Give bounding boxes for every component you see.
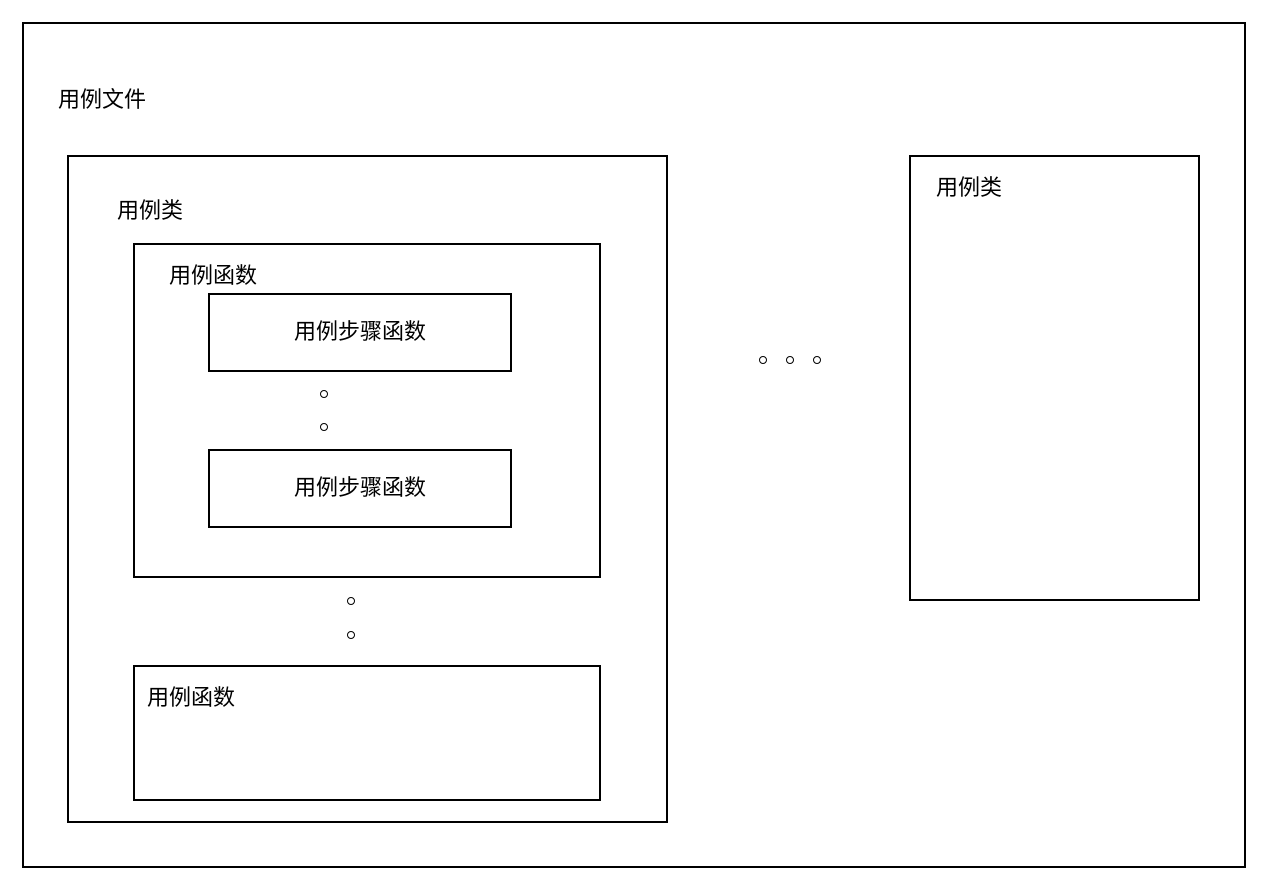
ellipsis-dot bbox=[347, 631, 355, 639]
use-case-file-box bbox=[22, 22, 1246, 868]
use-case-class-label: 用例类 bbox=[117, 199, 184, 224]
use-case-step-function-label: 用例步骤函数 bbox=[293, 319, 426, 345]
use-case-step-function-box: 用例步骤函数 bbox=[208, 293, 512, 372]
use-case-class-label: 用例类 bbox=[936, 176, 1003, 201]
ellipsis-dot bbox=[813, 356, 821, 364]
use-case-function-label: 用例函数 bbox=[147, 686, 236, 711]
use-case-function-label: 用例函数 bbox=[169, 264, 258, 289]
use-case-class-box bbox=[67, 155, 668, 823]
ellipsis-dot bbox=[786, 356, 794, 364]
ellipsis-dot bbox=[320, 390, 328, 398]
ellipsis-dot bbox=[759, 356, 767, 364]
use-case-function-box bbox=[133, 243, 601, 578]
use-case-function-box bbox=[133, 665, 601, 801]
use-case-class-box bbox=[909, 155, 1200, 601]
use-case-file-label: 用例文件 bbox=[58, 88, 147, 113]
use-case-step-function-box: 用例步骤函数 bbox=[208, 449, 512, 528]
ellipsis-dot bbox=[320, 423, 328, 431]
ellipsis-dot bbox=[347, 597, 355, 605]
use-case-step-function-label: 用例步骤函数 bbox=[293, 475, 426, 501]
